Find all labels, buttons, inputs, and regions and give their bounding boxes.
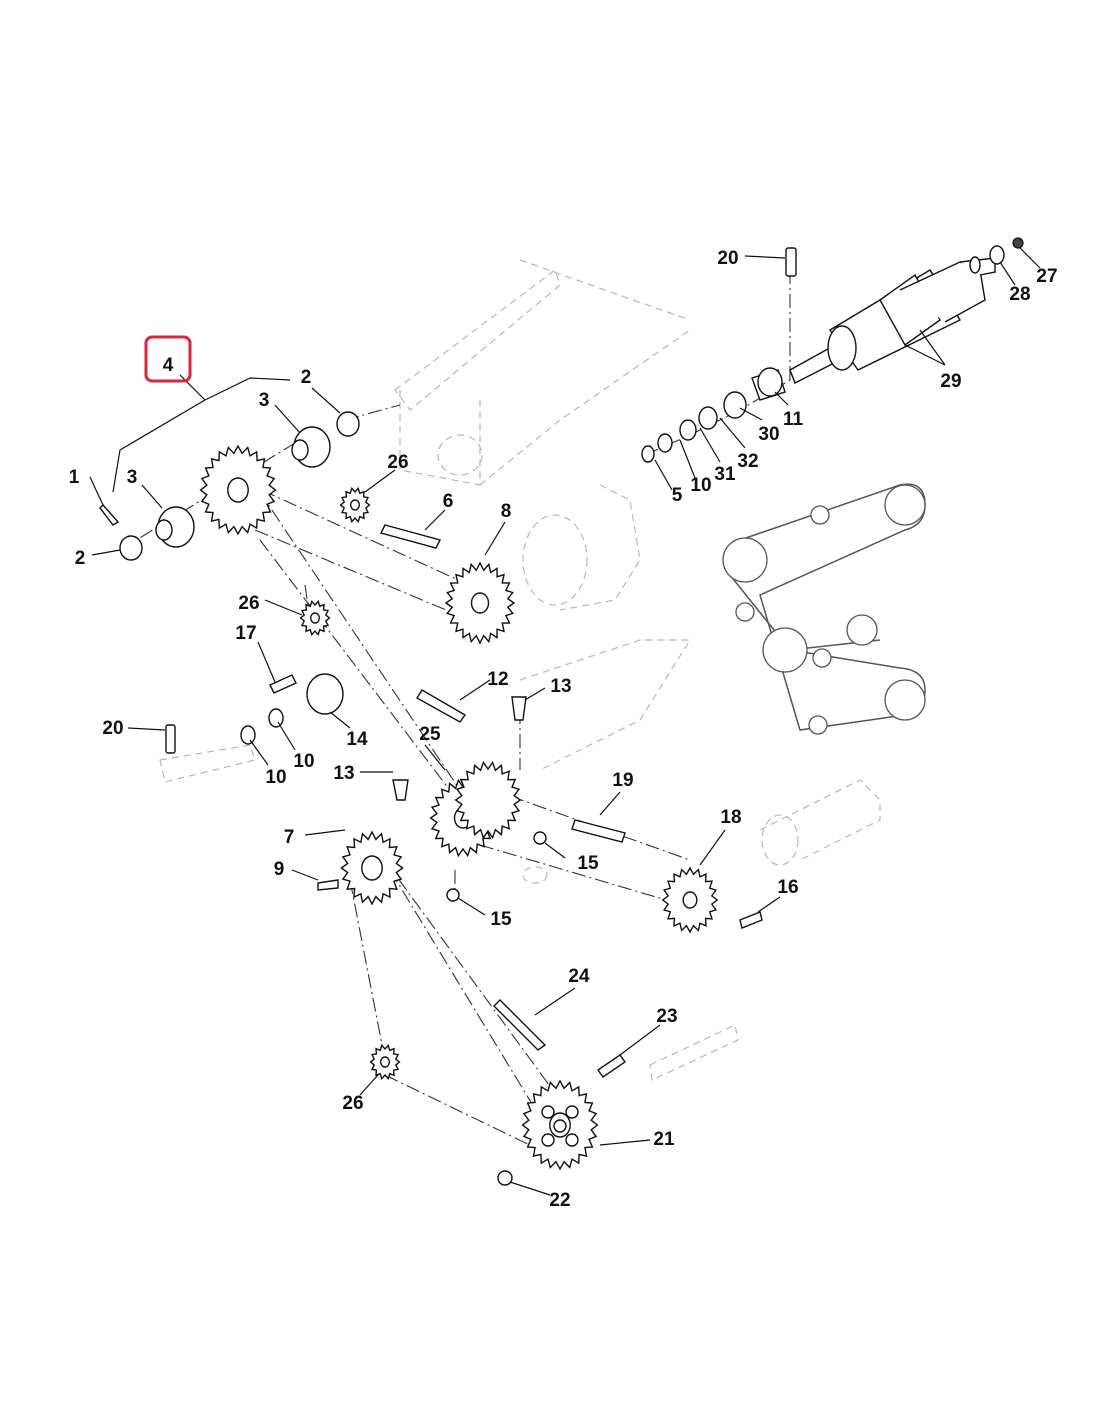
callout-2[interactable]: 2 bbox=[75, 548, 86, 569]
callout-13[interactable]: 13 bbox=[550, 676, 571, 697]
sprocket-hub bbox=[350, 499, 361, 511]
callout-19[interactable]: 19 bbox=[612, 770, 633, 791]
shaft-assembly bbox=[789, 256, 996, 384]
roller-chains bbox=[379, 524, 626, 1051]
callout-12[interactable]: 12 bbox=[487, 669, 508, 690]
callout-16[interactable]: 16 bbox=[777, 877, 798, 898]
callout-4[interactable]: 4 bbox=[163, 355, 174, 376]
callout-3[interactable]: 3 bbox=[127, 467, 138, 488]
callout-30[interactable]: 30 bbox=[758, 424, 779, 445]
sprocket-boss bbox=[541, 1105, 555, 1119]
sprocket-hub bbox=[227, 477, 249, 503]
callout-17[interactable]: 17 bbox=[235, 623, 256, 644]
callout-14[interactable]: 14 bbox=[346, 729, 368, 750]
callout-6[interactable]: 6 bbox=[443, 491, 454, 512]
callout-3[interactable]: 3 bbox=[259, 390, 270, 411]
callout-15[interactable]: 15 bbox=[490, 909, 512, 930]
callout-8[interactable]: 8 bbox=[501, 501, 512, 522]
callout-25[interactable]: 25 bbox=[419, 724, 441, 745]
callout-32[interactable]: 32 bbox=[737, 451, 758, 472]
callout-labels: 4 1 2 2 3 3 26 6 8 5 10 31 32 30 11 20 2… bbox=[69, 248, 1058, 1211]
callout-10[interactable]: 10 bbox=[265, 767, 286, 788]
callout-22[interactable]: 22 bbox=[549, 1190, 570, 1211]
belt-drive-schematic bbox=[722, 483, 926, 735]
callout-13[interactable]: 13 bbox=[333, 763, 354, 784]
callout-1[interactable]: 1 bbox=[69, 467, 80, 488]
callout-18[interactable]: 18 bbox=[720, 807, 741, 828]
callout-7[interactable]: 7 bbox=[284, 827, 295, 848]
callout-11[interactable]: 11 bbox=[783, 409, 804, 430]
sprocket-hub bbox=[470, 592, 490, 614]
sprocket-hub bbox=[682, 891, 698, 909]
callout-15[interactable]: 15 bbox=[577, 853, 599, 874]
highlight-box bbox=[144, 335, 192, 383]
callout-20[interactable]: 20 bbox=[102, 718, 123, 739]
sprocket-boss bbox=[565, 1105, 579, 1119]
callout-20[interactable]: 20 bbox=[717, 248, 738, 269]
callout-23[interactable]: 23 bbox=[656, 1006, 677, 1027]
callout-28[interactable]: 28 bbox=[1009, 284, 1030, 305]
callout-21[interactable]: 21 bbox=[653, 1129, 675, 1150]
sprocket-boss bbox=[553, 1119, 567, 1133]
callout-26[interactable]: 26 bbox=[387, 452, 408, 473]
callout-26[interactable]: 26 bbox=[342, 1093, 363, 1114]
ghost-frame bbox=[159, 259, 881, 1081]
callout-27[interactable]: 27 bbox=[1036, 266, 1057, 287]
sprocket-boss bbox=[541, 1133, 555, 1147]
callout-24[interactable]: 24 bbox=[568, 966, 590, 987]
leader-lines bbox=[89, 247, 1041, 1196]
callout-26[interactable]: 26 bbox=[238, 593, 259, 614]
callout-10[interactable]: 10 bbox=[690, 475, 711, 496]
callout-5[interactable]: 5 bbox=[672, 485, 683, 506]
parts-small bbox=[99, 237, 1024, 1186]
sprocket-boss bbox=[565, 1133, 579, 1147]
callout-29[interactable]: 29 bbox=[940, 371, 961, 392]
callout-31[interactable]: 31 bbox=[714, 464, 736, 485]
sprocket-hub bbox=[361, 855, 383, 881]
sprocket-4 bbox=[454, 760, 522, 840]
callout-9[interactable]: 9 bbox=[274, 859, 285, 880]
callout-2[interactable]: 2 bbox=[301, 367, 312, 388]
sprocket-hub bbox=[380, 1056, 391, 1068]
callout-10[interactable]: 10 bbox=[293, 751, 314, 772]
sprocket-hub bbox=[310, 612, 321, 624]
sprockets bbox=[199, 444, 719, 1171]
